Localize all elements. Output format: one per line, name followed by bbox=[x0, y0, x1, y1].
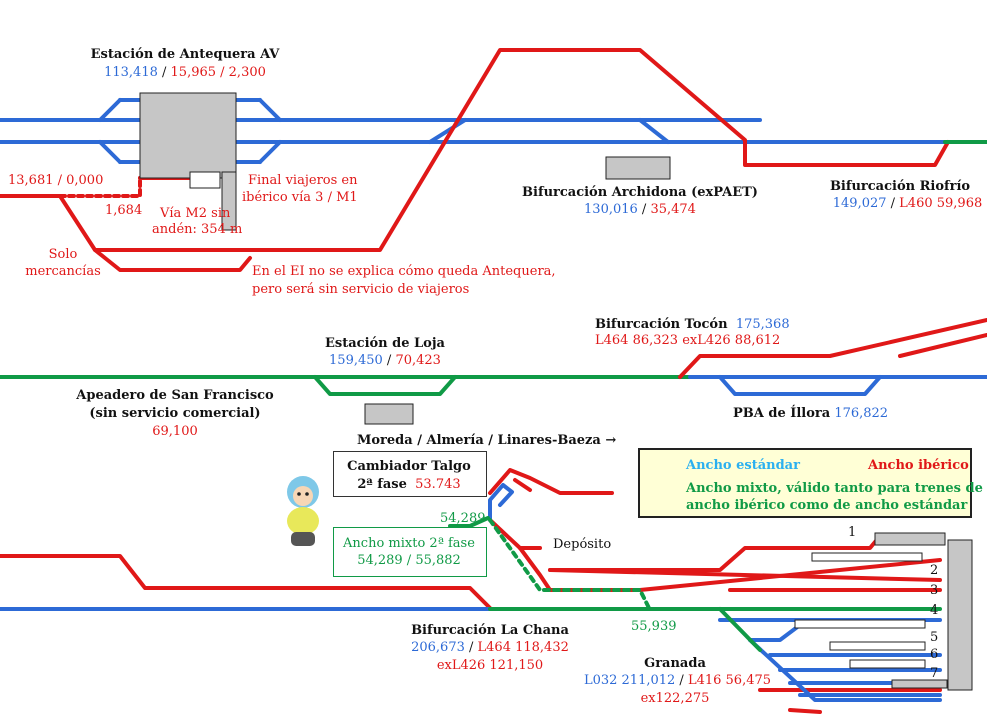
san-francisco-title-1: Apeadero de San Francisco bbox=[76, 388, 274, 403]
track-number-2: 2 bbox=[930, 563, 939, 578]
cambiador-title-2: 2ª fase 53.743 bbox=[357, 477, 461, 492]
standard-loja bbox=[688, 375, 987, 396]
loja-km: 159,450 / 70,423 bbox=[329, 353, 441, 368]
legend-mixed-1: Ancho mixto, válido tanto para trenes de bbox=[686, 481, 983, 496]
legend-mixed-2: ancho ibérico como de ancho estándar bbox=[686, 498, 968, 513]
cambiador-box bbox=[333, 451, 487, 497]
iberian-loja bbox=[678, 318, 987, 379]
antequera-station-building bbox=[139, 92, 237, 179]
antequera-km: 113,418 / 15,965 / 2,300 bbox=[104, 65, 266, 80]
mixto-km: 54,289 / 55,882 bbox=[357, 553, 461, 568]
track-number-3: 3 bbox=[930, 583, 939, 598]
archidona-title: Bifurcación Archidona (exPAET) bbox=[522, 185, 758, 200]
mixed-dotted-granada bbox=[488, 518, 652, 612]
mixto-box bbox=[333, 527, 487, 577]
mixed-granada bbox=[448, 516, 942, 652]
mixto-title: Ancho mixto 2ª fase bbox=[343, 536, 475, 551]
san-francisco-km: 69,100 bbox=[152, 424, 198, 439]
km-13681: 13,681 / 0,000 bbox=[8, 173, 104, 188]
final-viajeros-2: ibérico vía 3 / M1 bbox=[242, 190, 358, 205]
moreda-direction: Moreda / Almería / Linares-Baeza → bbox=[357, 433, 617, 448]
granada-km: L032 211,012 / L416 56,475 bbox=[583, 673, 772, 688]
archidona-platform bbox=[605, 156, 671, 180]
km-1684: 1,684 bbox=[105, 203, 143, 218]
track-number-7: 7 bbox=[930, 666, 939, 681]
granada-station-building bbox=[947, 539, 973, 691]
riofrio-title: Bifurcación Riofrío bbox=[829, 179, 971, 194]
chana-km: 206,673 / L464 118,432 bbox=[411, 640, 569, 655]
granada-title: Granada bbox=[644, 656, 706, 671]
loja-platform bbox=[364, 403, 414, 425]
loja-title: Estación de Loja bbox=[325, 336, 445, 351]
chana-km-ex: exL426 121,150 bbox=[436, 658, 544, 673]
ei-note-1: En el EI no se explica cómo queda Antequ… bbox=[252, 264, 556, 279]
km-54289: 54,289 bbox=[440, 511, 486, 526]
cambiador-title-1: Cambiador Talgo bbox=[347, 459, 471, 474]
platforms bbox=[139, 92, 973, 691]
archidona-km: 130,016 / 35,474 bbox=[584, 202, 696, 217]
antequera-title: Estación de Antequera AV bbox=[90, 47, 280, 62]
toccon-km-red: L464 86,323 exL426 88,612 bbox=[595, 333, 781, 348]
antequera-km-blue: 113,418 bbox=[104, 65, 158, 80]
final-viajeros-1: Final viajeros en bbox=[248, 173, 358, 188]
deposito-label: Depósito bbox=[553, 537, 612, 552]
cartoon-figure-icon bbox=[287, 476, 319, 546]
antequera-km-red: 15,965 / 2,300 bbox=[170, 65, 266, 80]
via-m2-1: Vía M2 sin bbox=[160, 206, 231, 221]
granada-km-ex: ex122,275 bbox=[640, 691, 710, 706]
toccon-title-row: Bifurcación Tocón 175,368 bbox=[595, 317, 790, 332]
legend-standard: Ancho estándar bbox=[686, 458, 800, 473]
riofrio-km: 149,027 / L460 59,968 bbox=[832, 196, 983, 211]
legend-iberian: Ancho ibérico bbox=[868, 458, 969, 473]
mixed-gauge-loja bbox=[0, 375, 692, 396]
track-number-1: 1 bbox=[848, 525, 857, 540]
chana-title: Bifurcación La Chana bbox=[411, 623, 569, 638]
via-m2-2: andén: 354 m bbox=[152, 222, 243, 237]
illora-label: PBA de Íllora 176,822 bbox=[733, 406, 889, 421]
track-number-6: 6 bbox=[930, 647, 939, 662]
solo-mercancias-2: mercancías bbox=[25, 264, 101, 279]
legend bbox=[638, 448, 972, 518]
track-number-4: 4 bbox=[930, 603, 939, 618]
km-55939: 55,939 bbox=[631, 619, 677, 634]
san-francisco-title-2: (sin servicio comercial) bbox=[89, 406, 261, 421]
solo-mercancias-1: Solo bbox=[48, 247, 78, 262]
ei-note-2: pero será sin servicio de viajeros bbox=[252, 282, 470, 297]
track-number-5: 5 bbox=[930, 630, 939, 645]
